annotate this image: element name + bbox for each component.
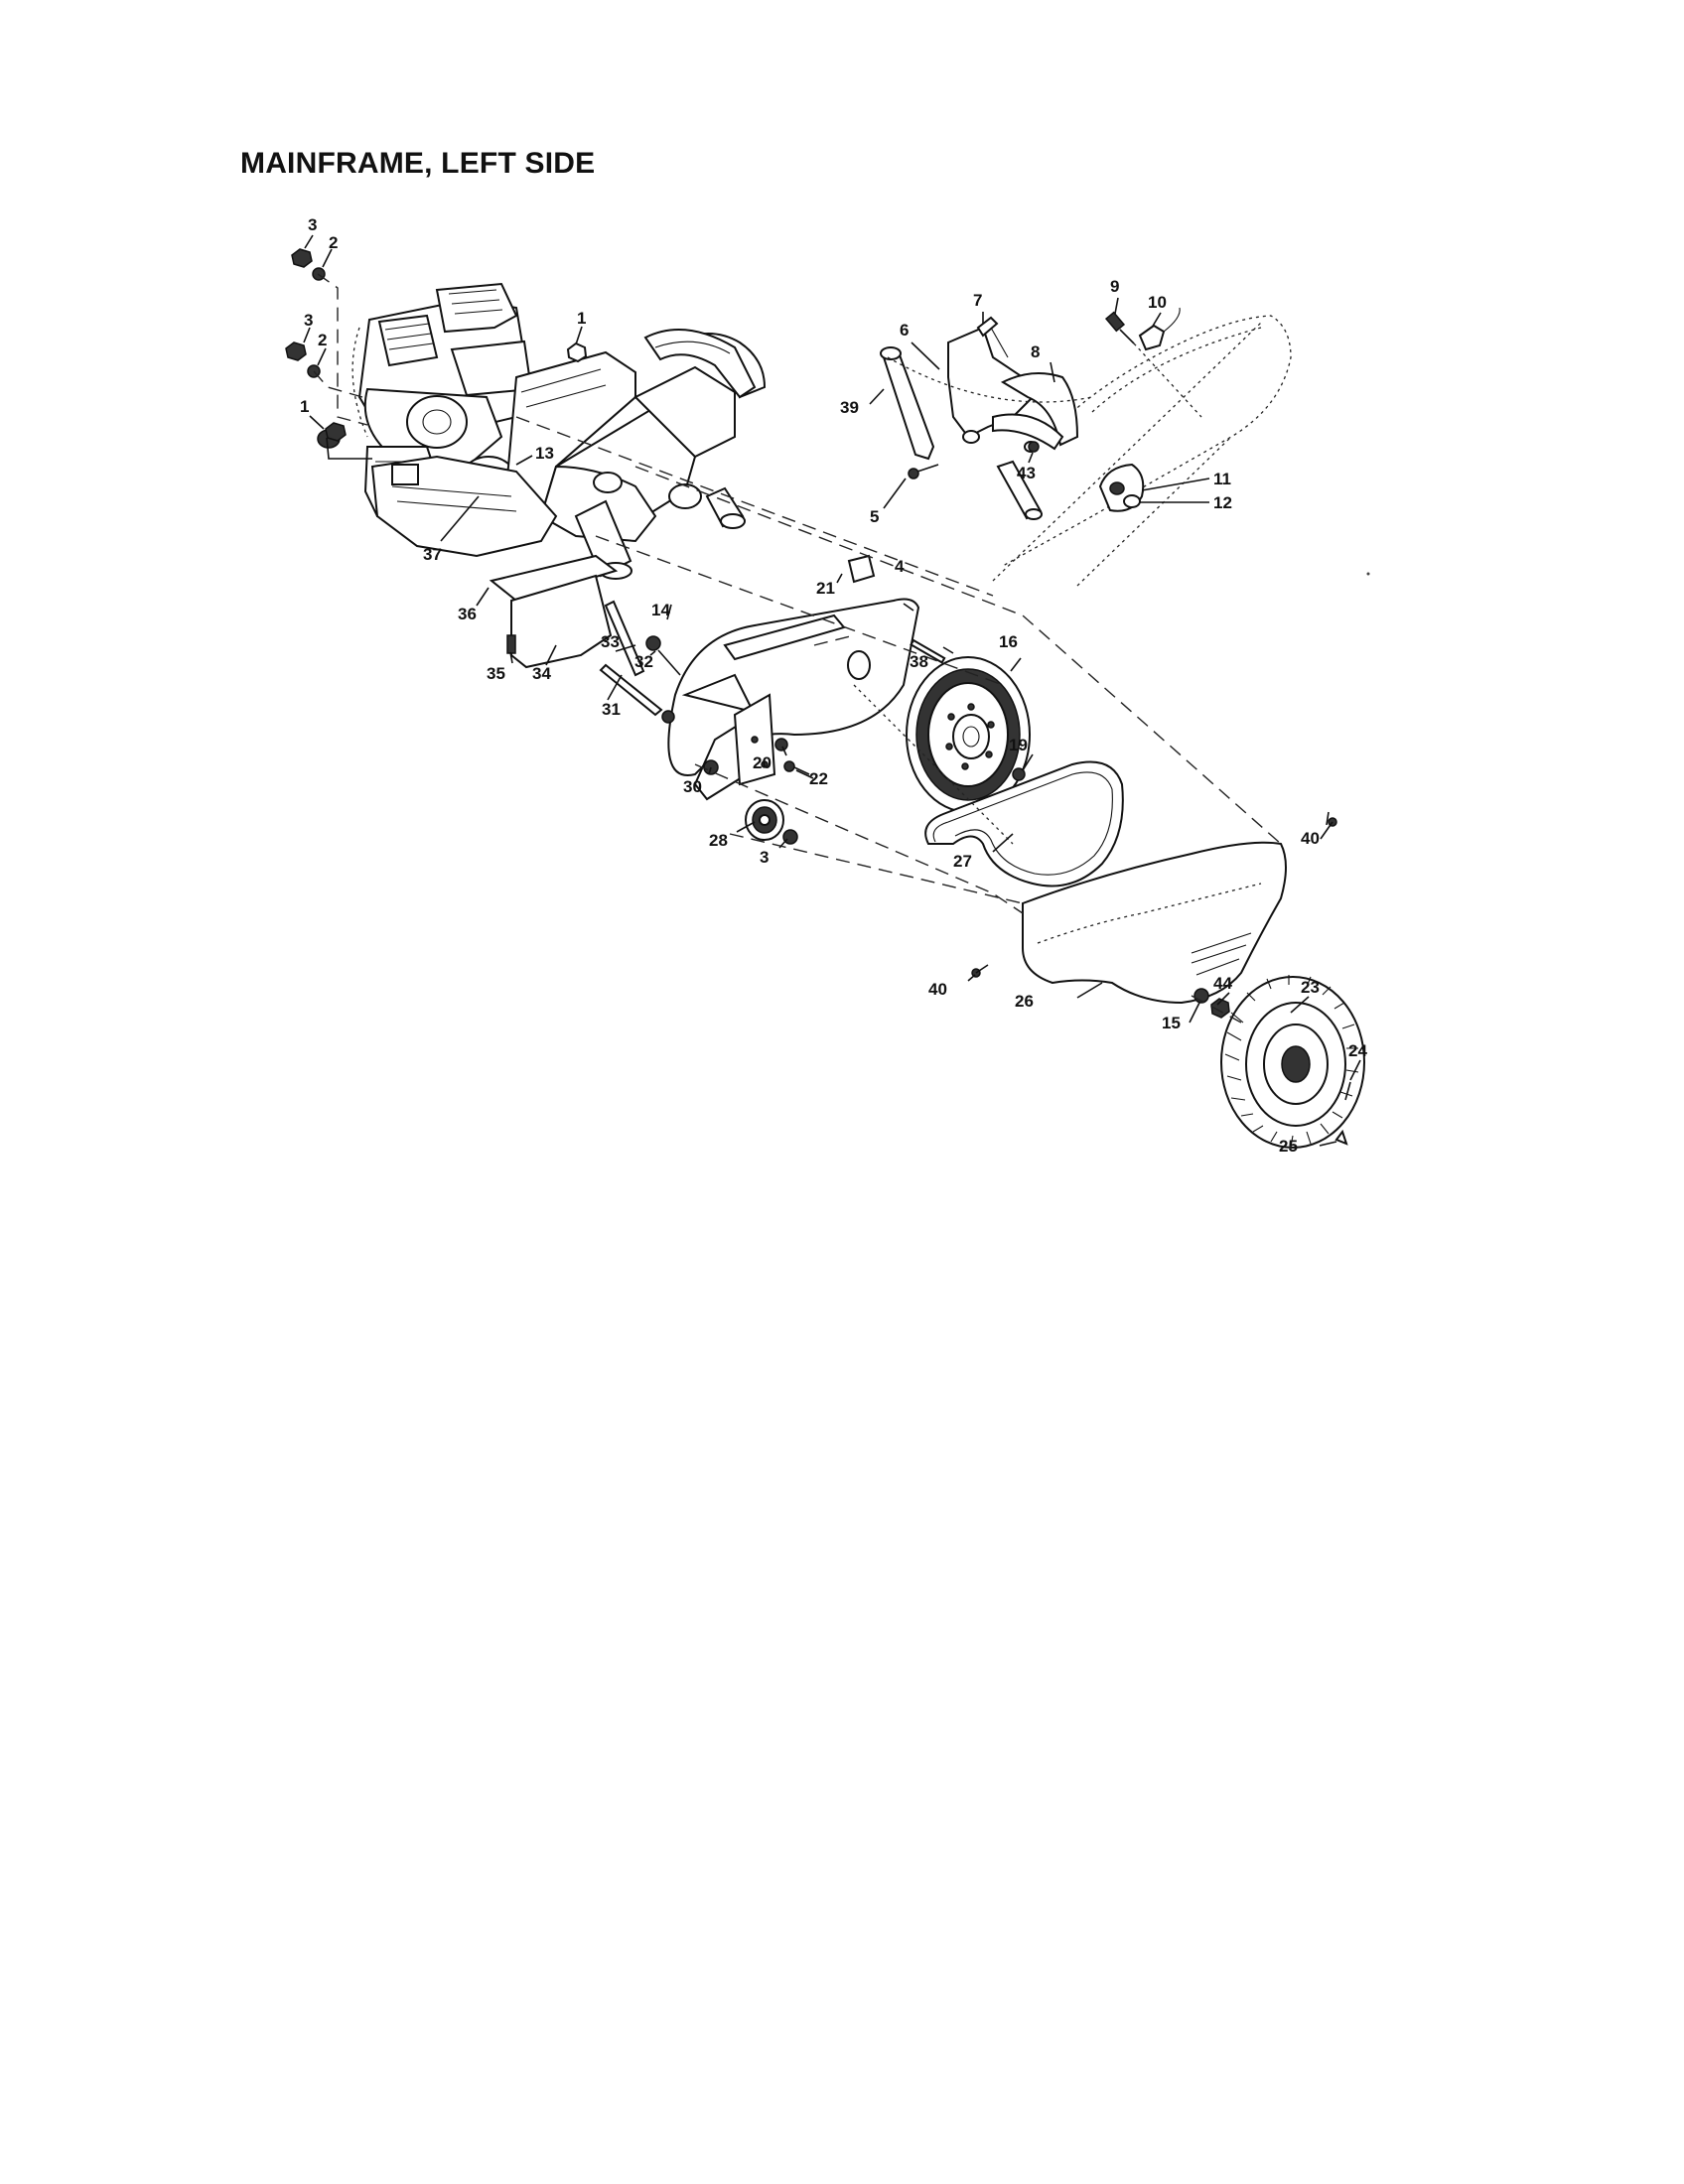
callout-32: 32 — [634, 652, 653, 671]
callout-44: 44 — [1213, 974, 1232, 993]
callout-40: 40 — [928, 980, 947, 999]
side-plate — [667, 598, 920, 801]
callout-38: 38 — [910, 652, 928, 671]
callout-35: 35 — [487, 664, 505, 683]
hinge-block — [1098, 463, 1145, 512]
callout-39: 39 — [840, 398, 859, 417]
page-title: MAINFRAME, LEFT SIDE — [240, 147, 596, 180]
callout-5: 5 — [870, 507, 879, 526]
callout-2: 2 — [329, 233, 338, 252]
callout-28: 28 — [709, 831, 728, 850]
callout-8: 8 — [1031, 342, 1040, 361]
callout-4: 4 — [895, 557, 905, 576]
callout-36: 36 — [458, 605, 477, 623]
callout-40: 40 — [1301, 829, 1320, 848]
callout-1: 1 — [577, 309, 586, 328]
callout-11: 11 — [1213, 470, 1231, 488]
large-pulley — [906, 656, 1031, 813]
scan-speck — [1366, 572, 1370, 576]
callout-34: 34 — [532, 664, 551, 683]
callout-19: 19 — [1009, 736, 1028, 754]
idler-pulley — [745, 799, 784, 841]
callout-24: 24 — [1348, 1041, 1367, 1060]
callout-25: 25 — [1279, 1137, 1298, 1156]
belt-cover — [1022, 841, 1287, 1005]
callout-labels: 3 2 3 2 1 1 13 37 36 35 34 33 32 31 14 2… — [300, 215, 1367, 1156]
callout-3: 3 — [308, 215, 317, 234]
drive-belt — [924, 760, 1124, 887]
callout-14: 14 — [651, 601, 670, 619]
depth-bracket — [947, 316, 1079, 451]
callout-2: 2 — [318, 331, 327, 349]
callout-1: 1 — [300, 397, 309, 416]
callout-20: 20 — [753, 753, 772, 772]
hardware — [285, 248, 1351, 1146]
callout-10: 10 — [1148, 293, 1167, 312]
callout-6: 6 — [900, 321, 909, 340]
leader-lines — [303, 234, 1361, 1147]
assembly-lines — [313, 273, 1282, 1024]
callout-3: 3 — [760, 848, 769, 867]
callout-33: 33 — [601, 632, 620, 651]
callout-27: 27 — [953, 852, 972, 871]
callout-43: 43 — [1017, 464, 1036, 482]
bolt-9 — [1104, 311, 1135, 344]
callout-31: 31 — [602, 700, 621, 719]
callout-30: 30 — [683, 777, 702, 796]
tine-shield — [992, 315, 1292, 587]
callout-16: 16 — [999, 632, 1018, 651]
callout-3: 3 — [304, 311, 313, 330]
callout-26: 26 — [1015, 992, 1034, 1011]
callout-22: 22 — [809, 769, 828, 788]
callout-21: 21 — [816, 579, 835, 598]
callout-9: 9 — [1110, 277, 1119, 296]
main-frame — [317, 329, 767, 580]
callout-13: 13 — [535, 444, 554, 463]
callout-15: 15 — [1162, 1014, 1181, 1032]
wheel — [1220, 975, 1365, 1149]
callout-7: 7 — [973, 291, 982, 310]
callout-37: 37 — [423, 545, 442, 564]
callout-23: 23 — [1301, 978, 1320, 997]
callout-12: 12 — [1213, 493, 1232, 512]
pin-39 — [880, 346, 935, 461]
